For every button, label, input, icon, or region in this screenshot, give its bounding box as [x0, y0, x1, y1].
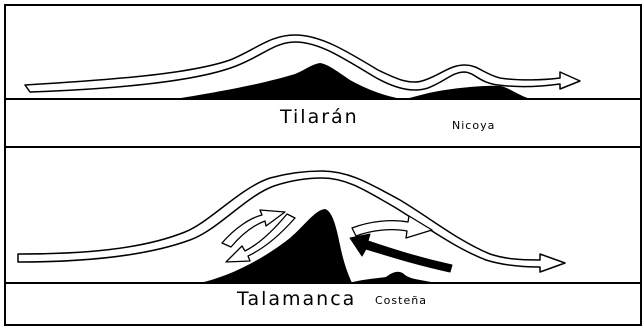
top-panel: Tilarán Nicoya — [5, 35, 641, 147]
costena-label: Costeña — [375, 294, 427, 307]
nicoya-label: Nicoya — [452, 119, 495, 132]
tilaran-label: Tilarán — [279, 106, 359, 128]
bottom-panel: Talamanca Costeña — [5, 171, 641, 310]
leeward-circulation-black-arrow — [350, 234, 452, 272]
costena-ridge — [350, 272, 435, 283]
talamanca-label: Talamanca — [236, 288, 356, 310]
